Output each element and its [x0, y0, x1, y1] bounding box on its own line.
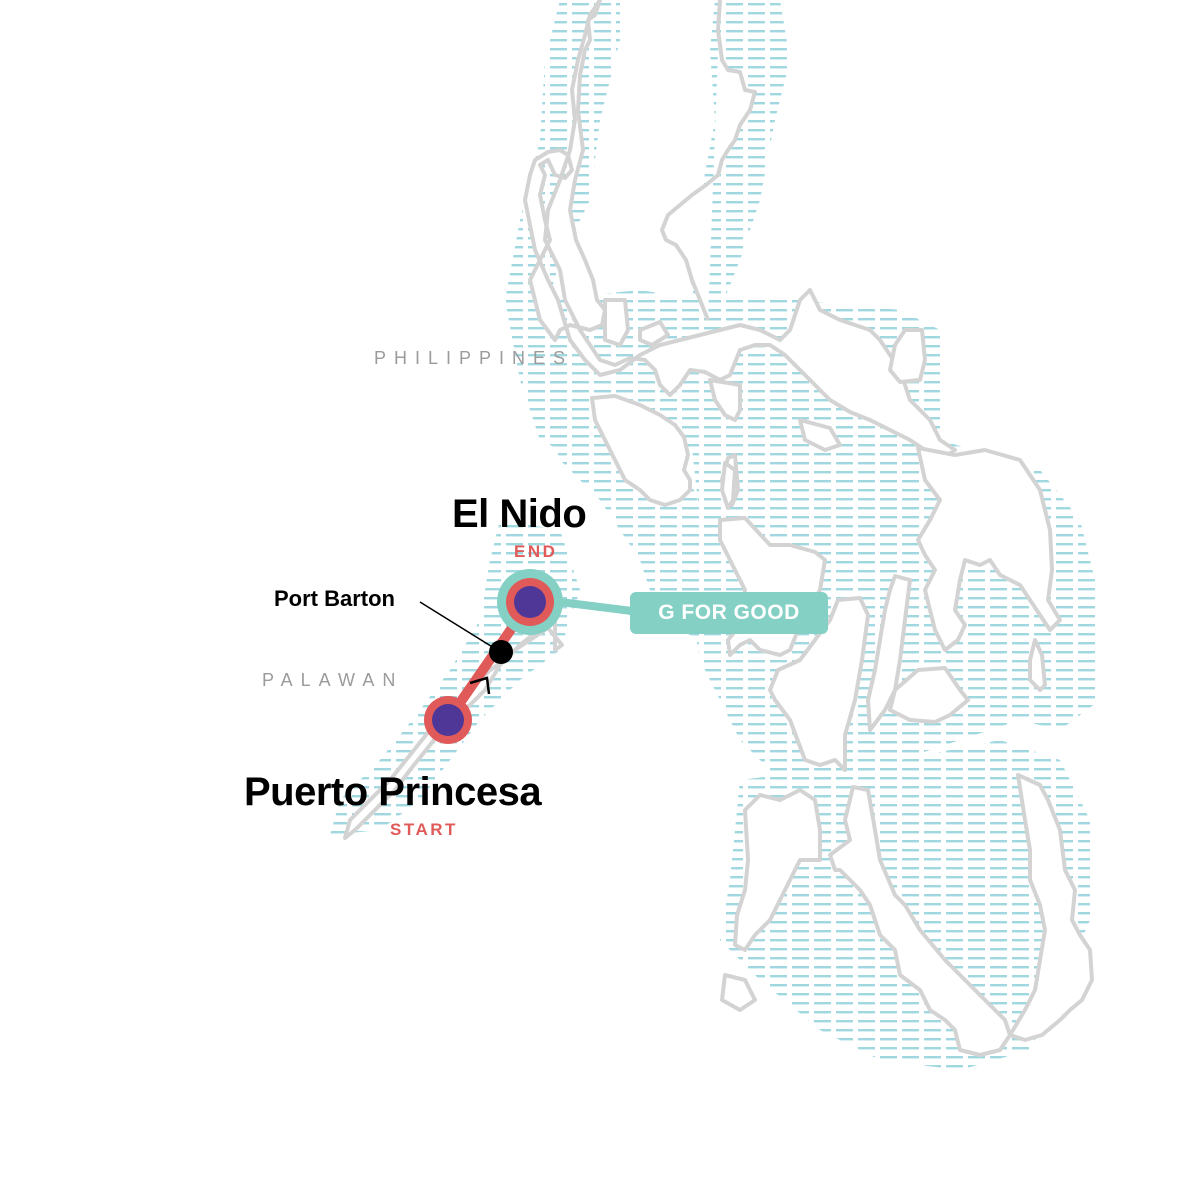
direction-arrow-icon: [469, 676, 491, 695]
end-city-name: El Nido: [452, 492, 587, 536]
start-marker-puerto-princesa[interactable]: [424, 696, 472, 744]
cebu-island: [866, 574, 912, 732]
coastlines: [343, 0, 1094, 1057]
end-marker-el-nido[interactable]: [497, 569, 563, 635]
mindanao-island: [828, 785, 1012, 1057]
bohol-island: [888, 666, 970, 724]
palawan-island: [343, 618, 564, 840]
negros-island: [768, 596, 870, 772]
end-role-label: END: [514, 542, 558, 561]
country-label: PHILIPPINES: [374, 348, 574, 368]
start-city-name: Puerto Princesa: [244, 770, 542, 814]
region-label: PALAWAN: [262, 670, 404, 690]
start-role-label: START: [390, 820, 458, 839]
waypoint-city-name: Port Barton: [274, 586, 395, 611]
waypoint-marker-port-barton[interactable]: [489, 640, 513, 664]
samar-leyte-island: [916, 446, 1062, 652]
zamboanga-peninsula: [733, 788, 822, 952]
g-for-good-label: G FOR GOOD: [658, 601, 800, 624]
mindoro-island: [590, 394, 692, 507]
luzon-island: [523, 0, 957, 462]
g-for-good-badge[interactable]: G FOR GOOD: [630, 592, 828, 634]
